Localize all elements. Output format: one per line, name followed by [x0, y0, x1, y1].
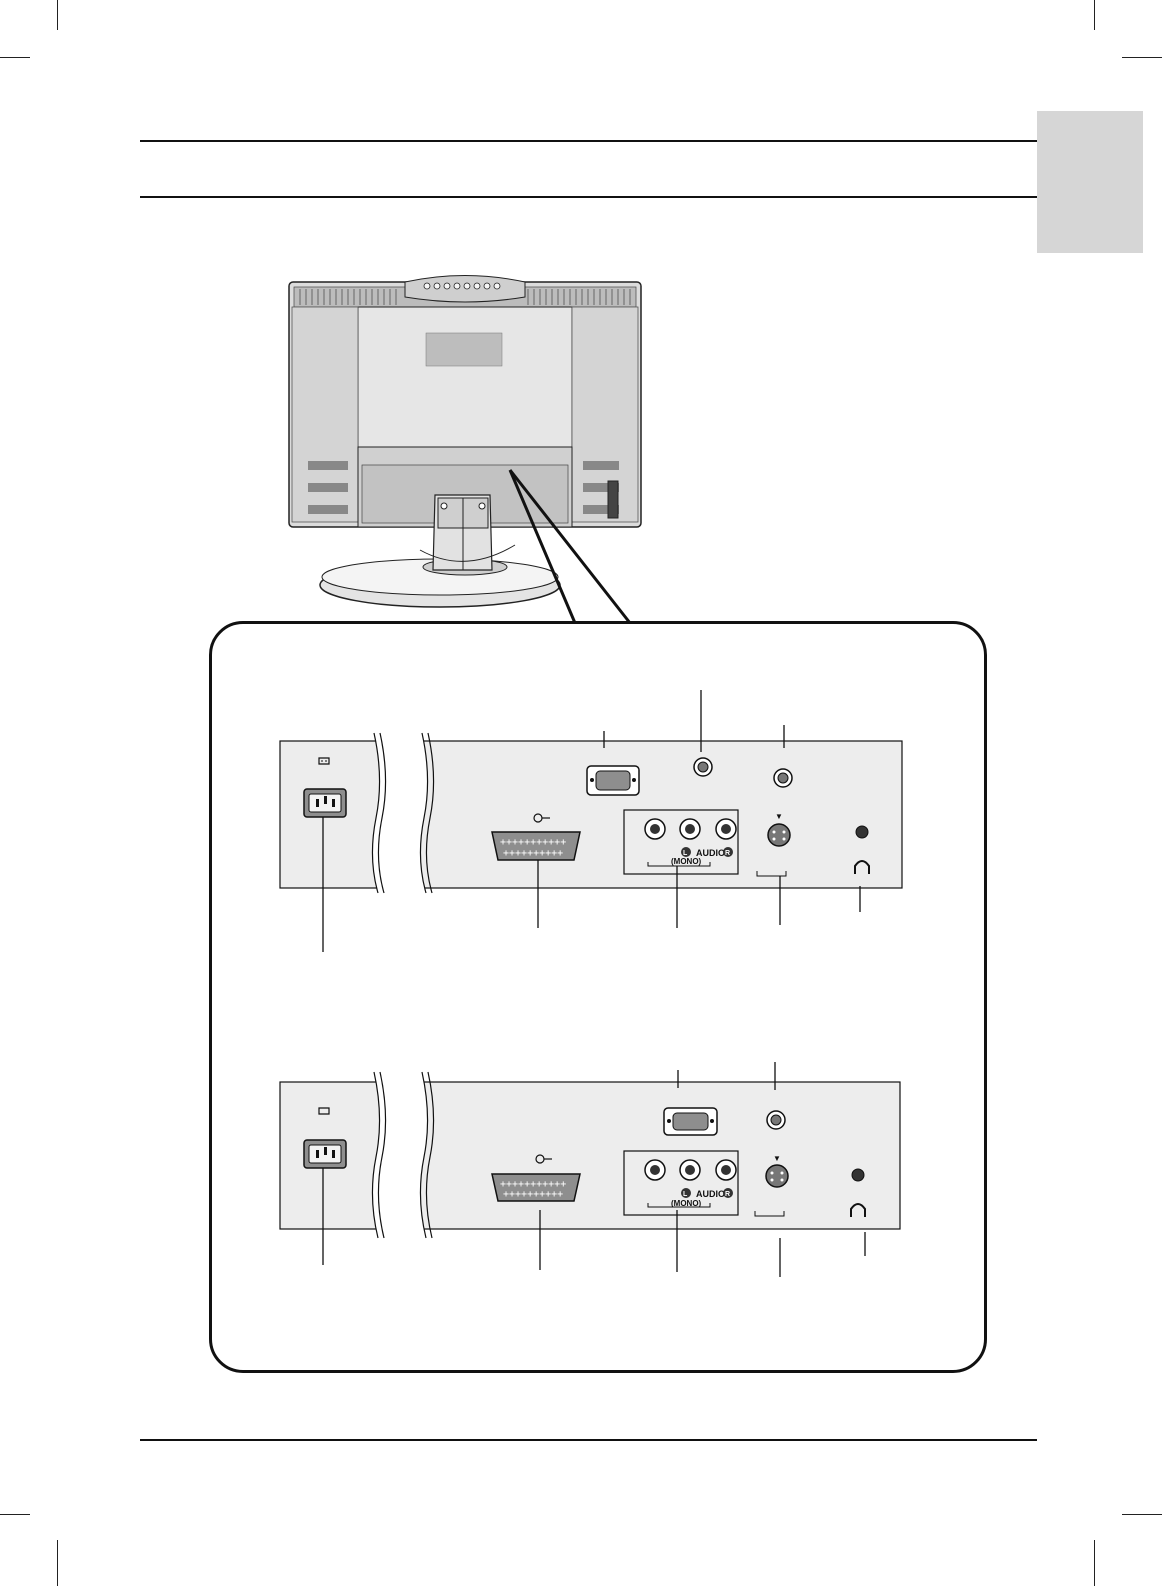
svideo-audio-jack-icon [773, 768, 793, 788]
crop-mark [0, 57, 30, 58]
power-socket-icon [303, 1107, 347, 1169]
svideo-marker: ▼ [773, 1154, 781, 1163]
header-rule-bottom [140, 196, 1037, 198]
svideo-jack-icon [765, 1164, 789, 1188]
svg-text:+++++++++++: +++++++++++ [500, 837, 566, 848]
callout-wedge [508, 469, 632, 624]
rear-panel-lower: +++++++++++ ++++++++++ L AUDIO R (MONO) … [279, 1062, 901, 1277]
svg-text:+++++++++++: +++++++++++ [500, 1179, 566, 1190]
svideo-marker: ▼ [775, 812, 783, 821]
vga-port-icon [586, 765, 640, 796]
svg-text:++++++++++: ++++++++++ [503, 848, 563, 859]
av-input-box [623, 809, 739, 875]
footer-rule [140, 1439, 1037, 1441]
svg-text:++++++++++: ++++++++++ [503, 1189, 563, 1200]
rca-jack-icon [644, 1159, 737, 1181]
header-rule-top [140, 140, 1037, 142]
headphone-icon [850, 1168, 866, 1217]
vga-port-icon [663, 1107, 718, 1136]
crop-mark [1094, 1540, 1095, 1586]
av-input-box [623, 1150, 739, 1216]
audio-label: AUDIO [696, 1189, 725, 1199]
antenna-jack-icon [693, 757, 713, 777]
rear-panel-upper: +++++++++++ ++++++++++ L AUDIO R (MONO) … [279, 690, 903, 952]
crop-mark [57, 0, 58, 30]
right-channel-label: R [725, 1191, 730, 1198]
svideo-audio-jack-icon [766, 1110, 786, 1130]
audio-label: AUDIO [696, 848, 725, 858]
rca-jack-icon [644, 818, 737, 840]
left-channel-label: L [683, 1191, 688, 1198]
scart-icon: +++++++++++ ++++++++++ [491, 1154, 581, 1202]
rating-label [425, 332, 503, 367]
crop-mark [1122, 57, 1162, 58]
chapter-tab [1037, 111, 1143, 253]
scart-icon: +++++++++++ ++++++++++ [491, 813, 581, 861]
right-channel-label: R [725, 850, 730, 857]
svideo-jack-icon [767, 823, 791, 847]
crop-mark [1122, 1514, 1162, 1515]
left-channel-label: L [683, 850, 688, 857]
control-buttons [404, 275, 526, 303]
power-socket-icon [303, 757, 347, 818]
crop-mark [57, 1540, 58, 1586]
mono-label: (MONO) [671, 857, 702, 866]
crop-mark [1094, 0, 1095, 30]
mono-label: (MONO) [671, 1199, 702, 1208]
headphone-icon [854, 825, 870, 874]
crop-mark [0, 1514, 30, 1515]
tv-rear-illustration [288, 275, 642, 608]
